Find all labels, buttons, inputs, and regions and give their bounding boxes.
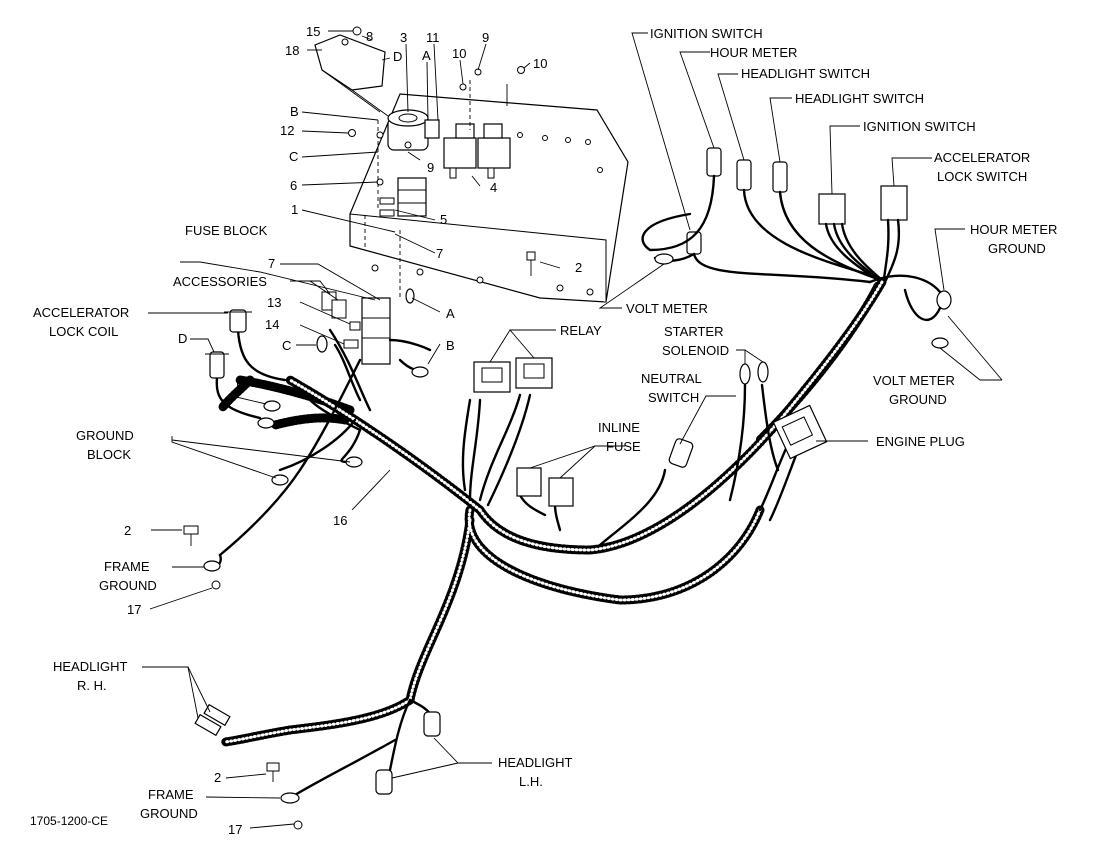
- callout-14: 14: [265, 317, 279, 332]
- callout-8: 8: [366, 29, 373, 44]
- label-ground-block-1: GROUND: [76, 428, 134, 443]
- label-headlight-lh-2: L.H.: [519, 774, 543, 789]
- label-headlight-rh-1: HEADLIGHT: [53, 659, 127, 674]
- panel-terminal-block: [379, 177, 427, 217]
- callout-15: 15: [306, 24, 320, 39]
- label-frame-ground-1b: GROUND: [99, 578, 157, 593]
- label-engine-plug: ENGINE PLUG: [876, 434, 965, 449]
- label-neutral-switch-2: SWITCH: [648, 390, 699, 405]
- label-frame-ground-2a: FRAME: [148, 787, 194, 802]
- solenoid-part: [387, 109, 440, 151]
- callout-11: 11: [426, 30, 440, 45]
- label-starter-solenoid-1: STARTER: [664, 324, 723, 339]
- callout-10b: 10: [533, 56, 547, 71]
- dash-connectors: [686, 147, 952, 310]
- callout-13: 13: [267, 295, 281, 310]
- label-neutral-switch-1: NEUTRAL: [641, 371, 702, 386]
- callout-16: 16: [333, 513, 347, 528]
- callout-17a: 17: [127, 602, 141, 617]
- callout-2c: 2: [214, 770, 221, 785]
- label-accelerator-lock-switch-2: LOCK SWITCH: [937, 169, 1027, 184]
- label-volt-meter-ground-2: GROUND: [889, 392, 947, 407]
- cover-plate: [314, 34, 389, 117]
- label-accelerator-lock-switch-1: ACCELERATOR: [934, 150, 1030, 165]
- callout-6: 6: [290, 178, 297, 193]
- panel-fasteners: [348, 26, 536, 276]
- fuse-block-part: [321, 291, 391, 365]
- harness-wires: [213, 328, 802, 797]
- callout-a-top: A: [422, 48, 431, 63]
- callout-2b: 2: [124, 523, 131, 538]
- callout-b-low: B: [236, 380, 245, 395]
- callout-2a: 2: [575, 260, 582, 275]
- label-hour-meter: HOUR METER: [710, 45, 797, 60]
- label-headlight-switch-2: HEADLIGHT SWITCH: [795, 91, 924, 106]
- callout-12: 12: [280, 123, 294, 138]
- harness-connectors: [183, 288, 828, 830]
- panel-relays: [443, 123, 511, 179]
- label-headlight-switch-1: HEADLIGHT SWITCH: [741, 66, 870, 81]
- leader-lines: [142, 30, 1003, 829]
- label-headlight-rh-2: R. H.: [77, 678, 107, 693]
- label-ignition-switch-2: IGNITION SWITCH: [863, 119, 976, 134]
- callout-17b: 17: [228, 822, 242, 837]
- label-frame-ground-2b: GROUND: [140, 806, 198, 821]
- label-fuse-block: FUSE BLOCK: [185, 223, 268, 238]
- callout-10a: 10: [452, 46, 466, 61]
- callout-numbers: 15 8 18 D 3 11 A 10 9 10 B 12 C 9 6 1 5 …: [124, 24, 582, 837]
- callout-7b: 7: [268, 256, 275, 271]
- callout-b-mid: B: [446, 338, 455, 353]
- callout-9a: 9: [482, 30, 489, 45]
- label-relay: RELAY: [560, 323, 602, 338]
- component-labels: IGNITION SWITCH HOUR METER HEADLIGHT SWI…: [30, 26, 1057, 828]
- label-inline-fuse-2: FUSE: [606, 439, 641, 454]
- callout-5: 5: [440, 212, 447, 227]
- label-ground-block-2: BLOCK: [87, 447, 131, 462]
- label-headlight-lh-1: HEADLIGHT: [498, 755, 572, 770]
- callout-3: 3: [400, 30, 407, 45]
- label-ignition-switch-top: IGNITION SWITCH: [650, 26, 763, 41]
- hour-meter-ground-ring: [931, 337, 949, 349]
- label-starter-solenoid-2: SOLENOID: [662, 343, 729, 358]
- label-accelerator-lock-coil-1: ACCELERATOR: [33, 305, 129, 320]
- callout-1: 1: [291, 202, 298, 217]
- callout-d-mid: D: [178, 331, 187, 346]
- label-frame-ground-1a: FRAME: [104, 559, 150, 574]
- callout-7a: 7: [436, 246, 443, 261]
- drawing-code: 1705-1200-CE: [30, 814, 108, 828]
- callout-18: 18: [285, 43, 299, 58]
- label-hour-meter-ground-2: GROUND: [988, 241, 1046, 256]
- callout-c-top: C: [289, 149, 298, 164]
- label-volt-meter-ground-1: VOLT METER: [873, 373, 955, 388]
- label-hour-meter-ground-1: HOUR METER: [970, 222, 1057, 237]
- callout-b-top: B: [290, 104, 299, 119]
- callout-d-top: D: [393, 49, 402, 64]
- main-loom: [217, 277, 887, 747]
- label-volt-meter: VOLT METER: [626, 301, 708, 316]
- callout-c-mid: C: [282, 338, 291, 353]
- volt-meter-ring: [654, 253, 674, 265]
- label-accelerator-lock-coil-2: LOCK COIL: [49, 324, 118, 339]
- callout-4: 4: [490, 180, 497, 195]
- label-accessories: ACCESSORIES: [173, 274, 267, 289]
- callout-9b: 9: [427, 160, 434, 175]
- label-inline-fuse-1: INLINE: [598, 420, 640, 435]
- callout-a-mid: A: [446, 306, 455, 321]
